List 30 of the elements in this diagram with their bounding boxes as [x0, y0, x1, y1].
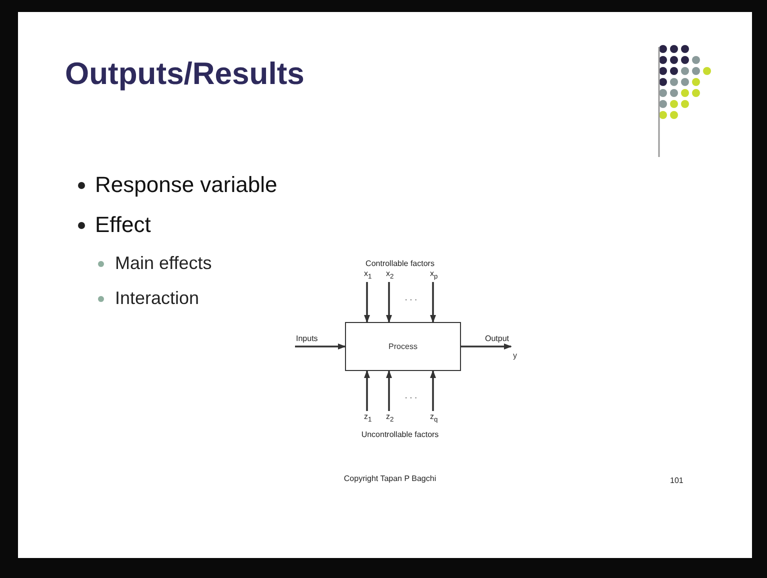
ellipsis: · · · [404, 393, 418, 402]
arrow [430, 370, 436, 411]
edge-label: x$_{2}$ [386, 270, 394, 282]
arrow [386, 282, 392, 323]
ellipsis: · · · [404, 295, 418, 304]
factor-heading: Controllable factors [366, 259, 434, 268]
page-number: 101 [670, 476, 684, 485]
bullet-text: Effect [95, 212, 151, 238]
arrow [461, 344, 512, 350]
arrow [364, 282, 370, 323]
box-label: Process [388, 342, 418, 351]
output-variable: y [511, 344, 519, 360]
edge-label: Output [485, 335, 510, 343]
slide-title: Outputs/Results [65, 56, 304, 92]
factor-heading: Uncontrollable factors [361, 430, 439, 439]
arrow [295, 344, 346, 350]
arrow [430, 282, 436, 323]
arrow [364, 370, 370, 411]
edge-label: z$_{1}$ [364, 413, 372, 424]
process-box [345, 322, 461, 371]
edge-label: Inputs [296, 335, 318, 343]
edge-label: z$_{q}$ [430, 413, 438, 424]
edge-label: z$_{2}$ [386, 413, 394, 424]
bullet-text: Interaction [115, 288, 200, 309]
edge-label: x$_{p}$ [430, 270, 438, 282]
edge-label: x$_{1}$ [364, 270, 372, 282]
copyright-note: Copyright Tapan P Bagchi [344, 474, 436, 483]
bullet-text: Response variable [95, 172, 278, 198]
bullet-text: Main effects [115, 253, 212, 274]
arrow [386, 370, 392, 411]
